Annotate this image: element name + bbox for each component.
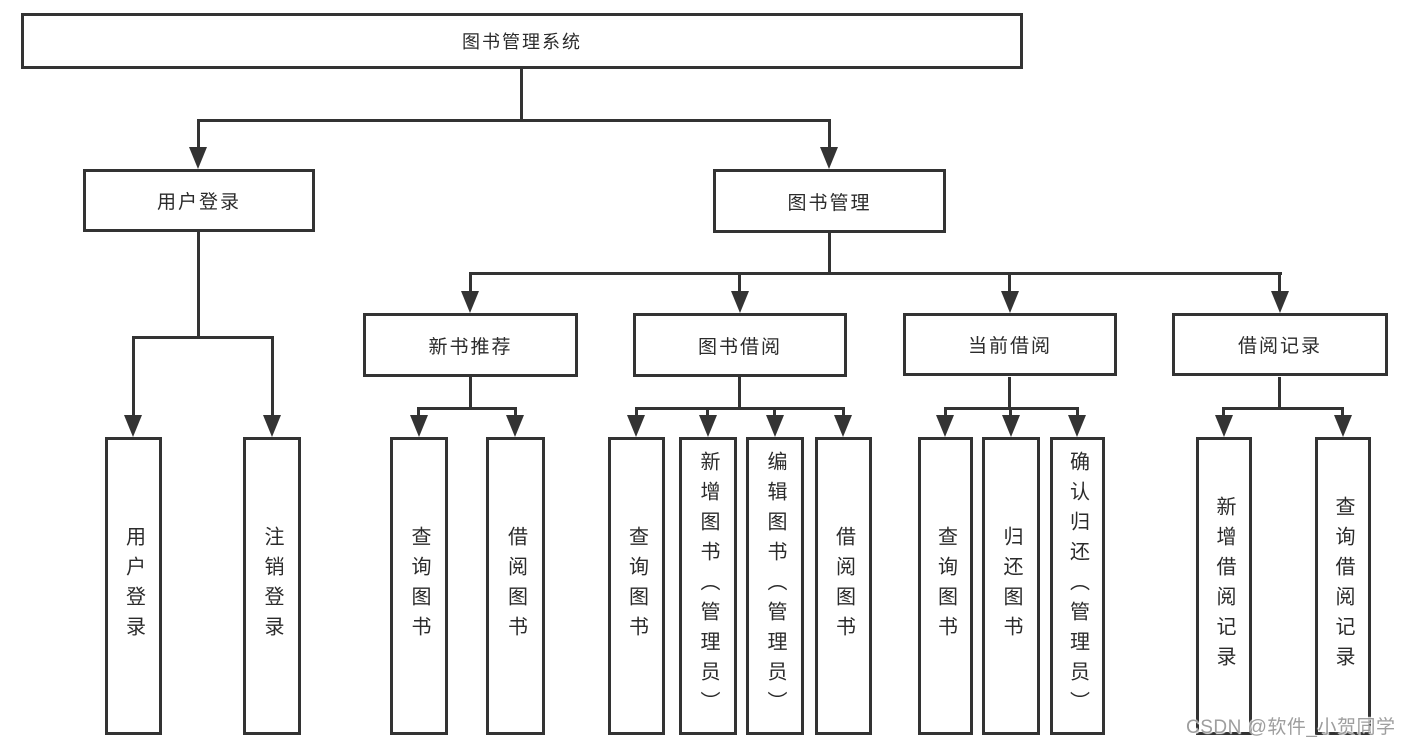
arrow-down-icon <box>820 147 838 169</box>
connector-line <box>828 233 831 272</box>
connector-line <box>1009 407 1012 415</box>
connector-line <box>197 232 200 336</box>
node-user-login: 用户登录 <box>83 169 315 232</box>
leaf-query-books-recommend: 查询图书 <box>390 437 448 735</box>
connector-line <box>132 336 274 339</box>
leaf-query-books-current: 查询图书 <box>918 437 973 735</box>
connector-line <box>469 272 1282 275</box>
connector-line <box>197 119 200 147</box>
connector-line <box>842 407 845 415</box>
leaf-user-login: 用户登录 <box>105 437 162 735</box>
connector-line <box>1008 377 1011 407</box>
arrow-down-icon <box>731 291 749 313</box>
connector-line <box>417 407 517 410</box>
connector-line <box>1008 272 1011 291</box>
node-library-system: 图书管理系统 <box>21 13 1023 69</box>
connector-line <box>1278 272 1281 291</box>
arrow-down-icon <box>766 415 784 437</box>
arrow-down-icon <box>124 415 142 437</box>
connector-line <box>514 407 517 415</box>
arrow-down-icon <box>627 415 645 437</box>
node-borrowing-records: 借阅记录 <box>1172 313 1388 376</box>
node-current-borrowing: 当前借阅 <box>903 313 1117 376</box>
connector-line <box>520 69 523 119</box>
arrow-down-icon <box>410 415 428 437</box>
leaf-query-borrow-record: 查询借阅记录 <box>1315 437 1371 735</box>
arrow-down-icon <box>936 415 954 437</box>
arrow-down-icon <box>506 415 524 437</box>
arrow-down-icon <box>1271 291 1289 313</box>
connector-line <box>828 119 831 147</box>
leaf-add-book-admin: 新增图书（管理员） <box>679 437 737 735</box>
leaf-query-books-borrowing: 查询图书 <box>608 437 665 735</box>
node-book-management: 图书管理 <box>713 169 946 233</box>
connector-line <box>132 336 135 415</box>
connector-line <box>469 377 472 407</box>
connector-line <box>738 377 741 407</box>
arrow-down-icon <box>189 147 207 169</box>
connector-line <box>773 407 776 415</box>
node-new-book-recommendation: 新书推荐 <box>363 313 578 377</box>
connector-line <box>1341 407 1344 415</box>
leaf-edit-book-admin: 编辑图书（管理员） <box>746 437 804 735</box>
connector-line <box>469 272 472 291</box>
arrow-down-icon <box>834 415 852 437</box>
leaf-borrow-books-recommend: 借阅图书 <box>486 437 545 735</box>
watermark-text: CSDN @软件_小贺同学 <box>1186 717 1396 738</box>
arrow-down-icon <box>263 415 281 437</box>
arrow-down-icon <box>1068 415 1086 437</box>
arrow-down-icon <box>1002 415 1020 437</box>
connector-line <box>1278 377 1281 407</box>
connector-line <box>271 336 274 415</box>
connector-line <box>738 272 741 291</box>
connector-line <box>417 407 420 415</box>
connector-line <box>944 407 947 415</box>
connector-line <box>1076 407 1079 415</box>
connector-line <box>635 407 638 415</box>
connector-line <box>1222 407 1344 410</box>
connector-line <box>197 119 831 122</box>
arrow-down-icon <box>461 291 479 313</box>
arrow-down-icon <box>1215 415 1233 437</box>
connector-line <box>706 407 709 415</box>
node-book-borrowing: 图书借阅 <box>633 313 847 377</box>
leaf-return-books: 归还图书 <box>982 437 1040 735</box>
arrow-down-icon <box>699 415 717 437</box>
leaf-borrow-books-borrowing: 借阅图书 <box>815 437 872 735</box>
leaf-logout: 注销登录 <box>243 437 301 735</box>
leaf-add-borrow-record: 新增借阅记录 <box>1196 437 1252 735</box>
arrow-down-icon <box>1334 415 1352 437</box>
connector-line <box>635 407 845 410</box>
arrow-down-icon <box>1001 291 1019 313</box>
leaf-confirm-return-admin: 确认归还（管理员） <box>1050 437 1105 735</box>
connector-line <box>1222 407 1225 415</box>
